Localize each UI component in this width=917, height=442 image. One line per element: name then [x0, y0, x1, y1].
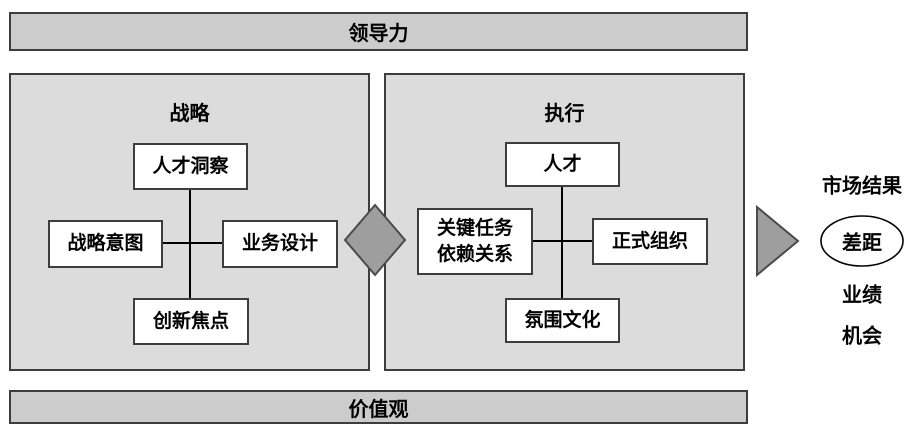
market-results-label: 市场结果: [822, 175, 902, 198]
strategy-horizontal-connector: [163, 242, 222, 244]
strategy-vertical-connector: [189, 190, 191, 298]
formal-organization-label: 正式组织: [611, 230, 688, 252]
output-arrow-icon: [756, 204, 800, 278]
execution-vertical-connector: [561, 187, 563, 298]
key-tasks-box: 关键任务 依赖关系: [417, 208, 533, 275]
key-tasks-label-line1: 关键任务: [436, 217, 513, 239]
business-design-box: 业务设计: [222, 220, 338, 268]
execution-panel-title: 执行: [544, 103, 585, 125]
strategy-panel-title: 战略: [169, 103, 210, 125]
leadership-bar: 领导力: [9, 12, 748, 51]
innovation-focus-label: 创新焦点: [152, 310, 229, 332]
gap-label: 差距: [842, 232, 882, 255]
talent-insight-box: 人才洞察: [133, 143, 248, 190]
talent-insight-label: 人才洞察: [152, 155, 229, 177]
leadership-label: 领导力: [348, 23, 409, 45]
atmosphere-culture-box: 氛围文化: [505, 298, 620, 343]
opportunity-label: 机会: [842, 325, 882, 348]
talent-box: 人才: [505, 142, 620, 187]
values-label: 价值观: [348, 398, 409, 421]
key-tasks-label-line2: 依赖关系: [436, 243, 513, 265]
business-design-label: 业务设计: [241, 233, 318, 255]
performance-label: 业绩: [842, 284, 882, 307]
talent-label: 人才: [543, 153, 582, 175]
formal-organization-box: 正式组织: [592, 218, 708, 265]
strategic-intent-box: 战略意图: [48, 220, 163, 268]
innovation-focus-box: 创新焦点: [133, 298, 249, 345]
strategic-intent-label: 战略意图: [67, 233, 144, 255]
atmosphere-culture-label: 氛围文化: [524, 309, 601, 331]
values-bar: 价值观: [9, 390, 748, 424]
execution-horizontal-connector: [533, 240, 592, 242]
